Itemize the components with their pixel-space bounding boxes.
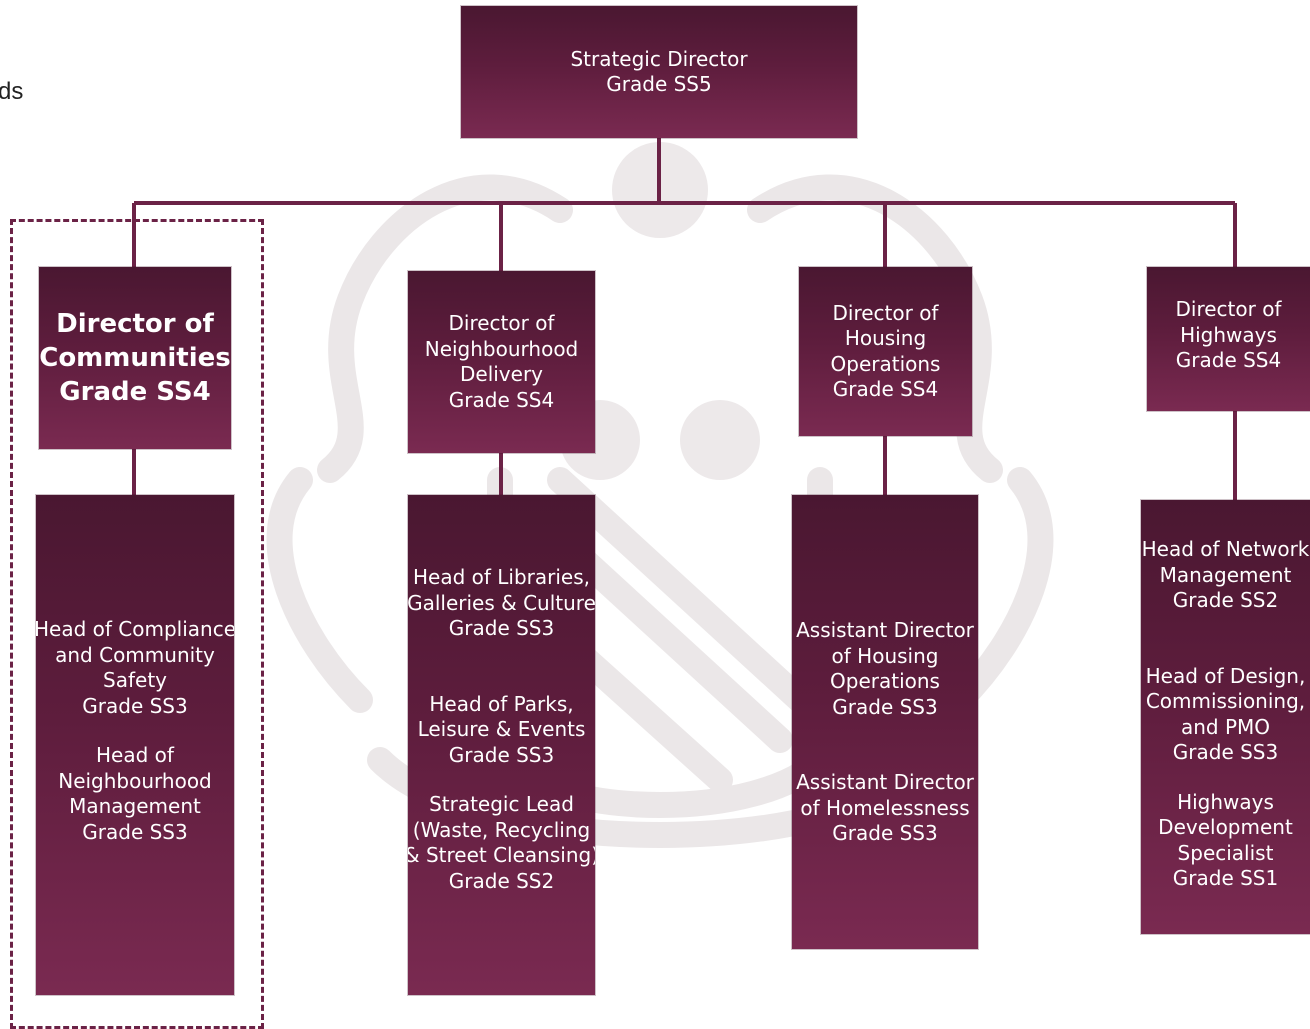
director-grade: Grade SS4 xyxy=(832,377,939,401)
role-grade: Grade SS3 xyxy=(448,742,555,767)
director-title-line: Operations xyxy=(830,351,941,376)
director-grade: Grade SS4 xyxy=(1175,348,1282,372)
team-role: Highways Development Specialist Grade SS… xyxy=(1158,790,1293,892)
role-grade: Grade SS3 xyxy=(82,693,188,718)
role-line: Head of Compliance xyxy=(36,617,234,641)
role-line: Highways xyxy=(1177,789,1274,814)
team-role: Head of Compliance and Community Safety … xyxy=(36,617,234,719)
role-line: Operations xyxy=(830,669,940,693)
director-title-line: Director of xyxy=(1175,297,1282,321)
role-line: Head of Design, xyxy=(1145,663,1306,688)
role-grade: Grade SS3 xyxy=(1172,740,1279,764)
cropped-text-fragment: ds xyxy=(0,78,24,105)
neighbourhood-delivery-team-box: Head of Libraries, Galleries & Culture G… xyxy=(408,495,595,995)
director-title-line: Neighbourhood xyxy=(424,336,579,361)
team-role: Head of Parks, Leisure & Events Grade SS… xyxy=(418,692,586,769)
team-role: Strategic Lead (Waste, Recycling & Stree… xyxy=(408,792,595,894)
role-line: Assistant Director xyxy=(796,770,974,794)
role-line: Neighbourhood xyxy=(58,768,212,793)
communities-team-box: Head of Compliance and Community Safety … xyxy=(36,495,234,995)
role-line: Head of Network xyxy=(1141,537,1310,561)
director-title-line: Housing xyxy=(844,326,927,350)
team-role: Head of Network Management Grade SS2 xyxy=(1142,537,1310,614)
role-line: of Housing xyxy=(831,643,939,668)
director-title-line: Delivery xyxy=(459,362,544,386)
director-grade: Grade SS4 xyxy=(59,377,211,407)
role-line: Strategic Lead xyxy=(429,792,574,816)
director-grade: Grade SS4 xyxy=(448,387,555,412)
director-communities-box: Director of Communities Grade SS4 xyxy=(39,267,231,449)
director-title-line: Director of xyxy=(56,309,214,339)
team-role: Head of Design, Commissioning, and PMO G… xyxy=(1146,664,1306,766)
role-line: & Street Cleansing) xyxy=(408,843,595,867)
role-line: Management xyxy=(69,794,201,818)
role-grade: Grade SS2 xyxy=(1172,588,1279,612)
role-line: Development xyxy=(1158,815,1293,839)
director-title-line: Director of xyxy=(832,300,939,325)
role-line: and PMO xyxy=(1180,714,1271,739)
role-line: Safety xyxy=(103,668,167,692)
team-role: Head of Libraries, Galleries & Culture G… xyxy=(408,565,595,642)
role-line: Head of Parks, xyxy=(429,691,574,716)
role-line: (Waste, Recycling xyxy=(412,817,591,842)
director-title-line: Communities xyxy=(39,343,231,373)
role-grade: Grade SS3 xyxy=(832,694,938,719)
role-grade: Grade SS3 xyxy=(82,819,188,844)
role-grade: Grade SS3 xyxy=(832,821,938,845)
highways-team-box: Head of Network Management Grade SS2 Hea… xyxy=(1141,500,1310,934)
role-grade: Grade SS2 xyxy=(448,868,555,893)
housing-operations-team-box: Assistant Director of Housing Operations… xyxy=(792,495,978,949)
role-line: Head of xyxy=(96,743,174,767)
team-role: Assistant Director of Housing Operations… xyxy=(796,618,974,720)
role-line: Galleries & Culture xyxy=(408,590,595,615)
director-housing-operations-box: Director of Housing Operations Grade SS4 xyxy=(799,267,972,436)
director-neighbourhood-delivery-box: Director of Neighbourhood Delivery Grade… xyxy=(408,271,595,453)
role-line: Leisure & Events xyxy=(417,717,586,741)
role-line: Specialist xyxy=(1177,840,1274,865)
strategic-director-box: Strategic Director Grade SS5 xyxy=(461,6,857,138)
director-title-line: Highways xyxy=(1180,322,1277,347)
role-line: Assistant Director xyxy=(796,618,974,642)
role-grade: Grade SS1 xyxy=(1172,866,1279,890)
role-line: and Community xyxy=(55,642,215,667)
team-role: Assistant Director of Homelessness Grade… xyxy=(796,770,974,847)
director-title-line: Director of xyxy=(448,311,555,335)
role-line: of Homelessness xyxy=(800,795,970,820)
director-highways-box: Director of Highways Grade SS4 xyxy=(1147,267,1310,411)
role-line: Commissioning, xyxy=(1145,689,1306,713)
role-line: Management xyxy=(1159,562,1292,587)
top-grade: Grade SS5 xyxy=(606,72,712,96)
team-role: Head of Neighbourhood Management Grade S… xyxy=(58,743,212,845)
role-line: Head of Libraries, xyxy=(412,565,591,589)
top-title: Strategic Director xyxy=(570,46,748,71)
role-grade: Grade SS3 xyxy=(448,616,555,640)
